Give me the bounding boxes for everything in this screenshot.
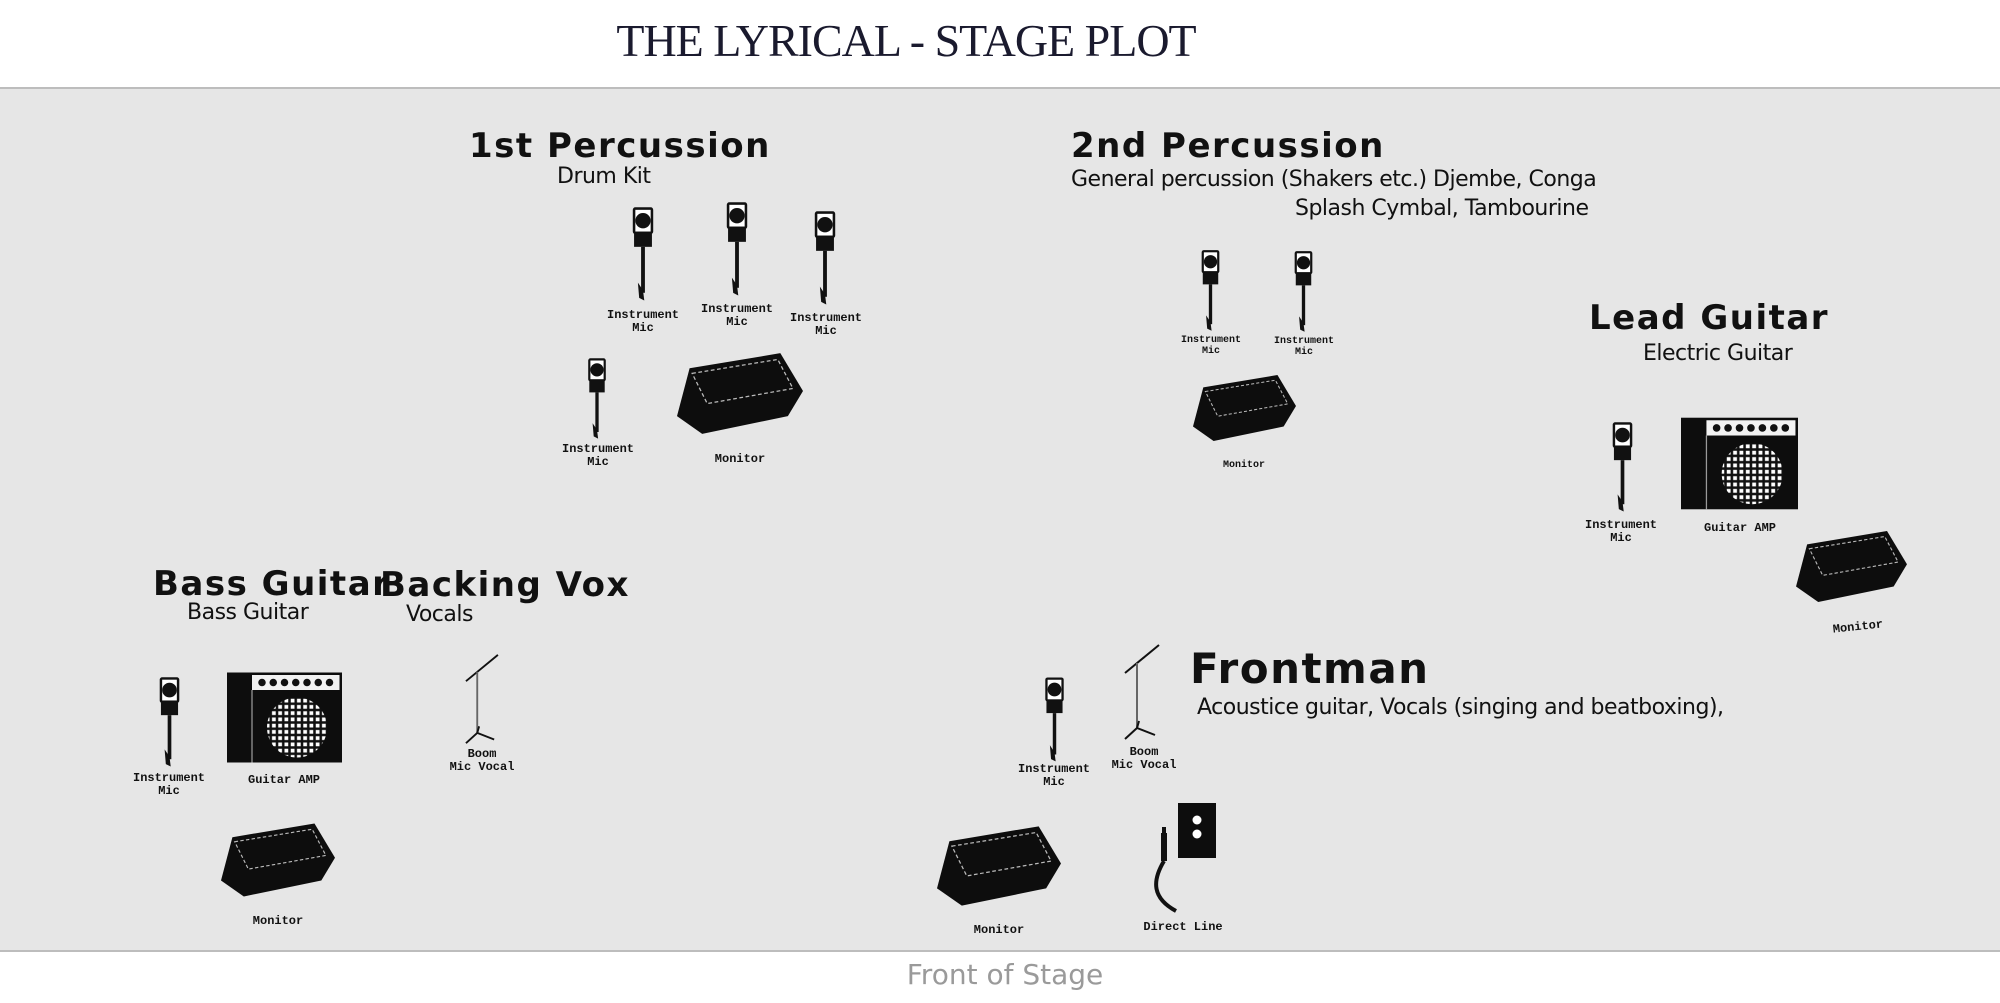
instrument-mic-icon [1043,676,1066,764]
instrument-mic-icon [586,357,608,441]
monitor-icon [937,826,1061,906]
frontman-title: Frontman [1190,644,1430,693]
mic-label: Instrument Mic [1273,336,1335,358]
mic-label: Instrument Mic [700,302,774,329]
frontman-subtitle: Acoustice guitar, Vocals (singing and be… [1197,695,1724,720]
mic-label: Instrument Mic [1584,518,1658,545]
bass-title: Bass Guitar [153,564,391,604]
instrument-mic-icon [724,201,750,298]
instrument-mic-icon [630,206,656,303]
amp-label: Guitar AMP [1703,521,1777,535]
monitor-label: Monitor [1222,460,1266,471]
instrument-mic-icon [1292,250,1315,334]
bass-subtitle: Bass Guitar [187,600,309,625]
perc1-title: 1st Percussion [469,126,771,166]
direct-line-label: Direct Line [1143,920,1223,934]
boom-mic-stand-icon [1120,643,1162,743]
monitor-icon [1193,375,1296,441]
instrument-mic-icon [157,676,182,769]
instrument-mic-icon [1199,249,1222,333]
guitar-amp-icon [227,672,342,763]
perc1-subtitle: Drum Kit [557,164,651,189]
mic-label: Instrument Mic [1180,335,1242,357]
guitar-amp-icon [1681,417,1798,510]
mic-label: Instrument Mic [561,442,635,469]
monitor-label: Monitor [973,923,1025,937]
mic-label: Instrument Mic [789,311,863,338]
stage-area [0,87,2000,952]
perc2-title: 2nd Percussion [1071,126,1385,166]
mic-label: Instrument Mic [1017,762,1091,789]
front-of-stage-label: Front of Stage [906,958,1104,991]
lead-title: Lead Guitar [1589,298,1830,338]
mic-label: Instrument Mic [132,771,206,798]
monitor-icon [677,353,803,434]
perc2-subtitle-line2: Splash Cymbal, Tambourine [1295,196,1589,221]
mic-label: Instrument Mic [606,308,680,335]
vox-subtitle: Vocals [406,602,473,627]
instrument-mic-icon [1610,421,1635,514]
monitor-label: Monitor [252,914,304,928]
vox-title: Backing Vox [380,565,630,605]
perc2-subtitle-line1: General percussion (Shakers etc.) Djembe… [1071,167,1597,192]
boom-mic-stand-icon [462,653,500,747]
instrument-mic-icon [812,210,838,307]
lead-subtitle: Electric Guitar [1643,341,1793,366]
monitor-icon [1796,531,1907,602]
amp-label: Guitar AMP [247,773,321,787]
direct-line-di-box-icon [1148,803,1216,913]
monitor-label: Monitor [714,452,766,466]
boom-label: Boom Mic Vocal [449,747,515,774]
page-title: THE LYRICAL - STAGE PLOT [616,15,1196,66]
monitor-icon [221,823,335,897]
boom-label: Boom Mic Vocal [1111,745,1177,772]
